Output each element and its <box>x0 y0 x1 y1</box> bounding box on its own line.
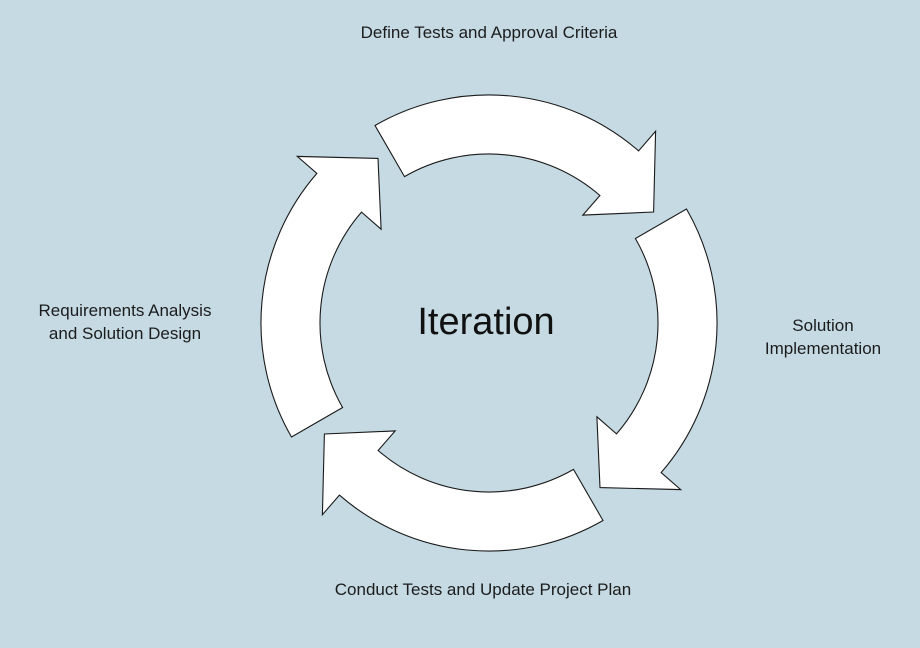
cycle-arrow-bottom <box>321 430 604 552</box>
stage-label-requirements-analysis: Requirements Analysis and Solution Desig… <box>38 301 212 343</box>
stage-label-solution-implementation: Solution Implementation <box>764 316 882 358</box>
center-label-iteration: Iteration <box>417 301 555 343</box>
cycle-arrow-left <box>260 155 382 438</box>
cycle-arrow-top <box>374 94 657 216</box>
cycle-arrow-right <box>596 208 718 491</box>
stage-label-conduct-tests: Conduct Tests and Update Project Plan <box>334 580 632 599</box>
stage-label-define-tests: Define Tests and Approval Criteria <box>360 23 618 42</box>
